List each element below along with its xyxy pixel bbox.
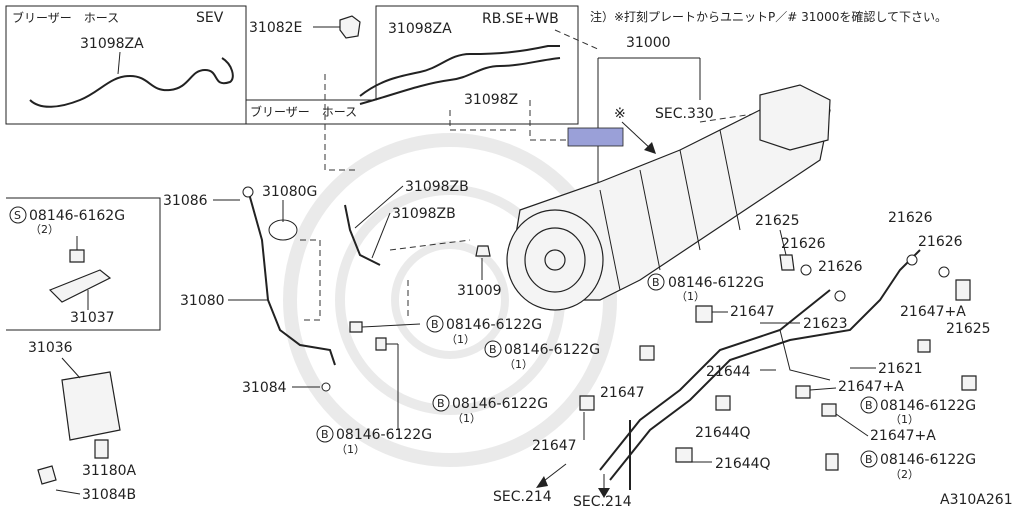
kit-1-prefix: S (14, 209, 21, 222)
label-21647a-b: 21647+A (838, 379, 904, 395)
bolt-7-code: 08146-6122G (880, 452, 976, 468)
serial-plate-highlight (567, 127, 624, 147)
label-21625-a: 21625 (755, 213, 800, 229)
label-31000: 31000 (626, 35, 671, 51)
label-21626-a: 21626 (781, 236, 826, 252)
label-31098zb-2: 31098ZB (392, 206, 456, 222)
kit-2-part-b: 31180A (82, 463, 137, 479)
kit-2-part-c: 31084B (82, 487, 136, 503)
label-21644: 21644 (706, 364, 751, 380)
bolt-callout-1: B 08146-6122G （1） (426, 315, 542, 346)
bolt-6-code: 08146-6122G (880, 398, 976, 414)
bolt-7-prefix: B (865, 453, 873, 466)
inset-sev-breather-hose: ブリーザー ホース SEV 31098ZA (5, 5, 247, 125)
bolt-6-prefix: B (865, 399, 873, 412)
label-21647-a: 21647 (730, 304, 775, 320)
bolt-callout-6: B 08146-6122G （1） (860, 396, 976, 426)
bolt-7-qty: （2） (890, 468, 919, 481)
label-21647-c: 21647 (532, 438, 577, 454)
inset-sev-title: ブリーザー ホース (12, 10, 119, 25)
bolt-5-code: 08146-6122G (668, 275, 764, 291)
label-31086: 31086 (163, 193, 208, 209)
label-31082e: 31082E (249, 20, 302, 36)
bolt-2-code: 08146-6122G (504, 342, 600, 358)
inset-rb-variant: RB.SE+WB (482, 11, 559, 27)
bolt-4-prefix: B (321, 428, 329, 441)
inset-rb-breather-hose: RB.SE+WB ブリーザー ホース 31098ZA 31098Z (245, 5, 579, 125)
bolt-5-qty: （1） (676, 290, 705, 303)
label-31080g: 31080G (262, 184, 317, 200)
kit-1-qty: （2） (30, 223, 59, 236)
asterisk-mark: ※ (614, 106, 626, 122)
label-21644q-b: 21644Q (715, 456, 771, 472)
label-31080: 31080 (180, 293, 225, 309)
label-21626-b: 21626 (818, 259, 863, 275)
bolt-4-qty: （1） (336, 443, 365, 456)
inset-sev-part: 31098ZA (80, 36, 144, 52)
clip-31082e: 31082E (249, 15, 361, 39)
label-21626-c: 21626 (888, 210, 933, 226)
bolt-5-prefix: B (652, 276, 660, 289)
label-21626-d: 21626 (918, 234, 963, 250)
label-21647-b: 21647 (600, 385, 645, 401)
label-31098zb-1: 31098ZB (405, 179, 469, 195)
label-sec214-b: SEC.214 (573, 494, 632, 510)
bolt-3-prefix: B (437, 397, 445, 410)
kit-2-part-a: 31036 (28, 340, 73, 356)
bolt-callout-2: B 08146-6122G （1） (484, 340, 600, 371)
drawing-id: A310A261 (940, 492, 1013, 508)
bolt-callout-5: B 08146-6122G （1） (647, 273, 764, 303)
label-sec330: SEC.330 (655, 106, 714, 122)
label-21644q-a: 21644Q (695, 425, 751, 441)
label-21625-b: 21625 (946, 321, 991, 337)
bolt-callout-3: B 08146-6122G （1） (432, 394, 548, 425)
bolt-callout-7: B 08146-6122G （2） (860, 450, 976, 481)
bolt-2-qty: （1） (504, 358, 533, 371)
label-sec214-a: SEC.214 (493, 489, 552, 505)
label-21621: 21621 (878, 361, 923, 377)
bolt-1-code: 08146-6122G (446, 317, 542, 333)
bolt-4-code: 08146-6122G (336, 427, 432, 443)
kit-box-31036: 31036 31180A 31084B (6, 329, 160, 503)
label-31009: 31009 (457, 283, 502, 299)
bolt-3-code: 08146-6122G (452, 396, 548, 412)
label-21623: 21623 (803, 316, 848, 332)
kit-1-part: 31037 (70, 310, 115, 326)
bolt-1-prefix: B (431, 318, 439, 331)
bolt-3-qty: （1） (452, 412, 481, 425)
label-31084: 31084 (242, 380, 287, 396)
bolt-callout-4: B 08146-6122G （1） (316, 425, 432, 456)
label-21647a-a: 21647+A (900, 304, 966, 320)
transmission-assembly (506, 84, 831, 311)
inset-rb-part-a: 31098ZA (388, 21, 452, 37)
inset-rb-part-b: 31098Z (464, 92, 518, 108)
inset-rb-caption: ブリーザー ホース (250, 104, 357, 119)
kit-box-31037: S 08146-6162G （2） 31037 (6, 197, 161, 331)
bolt-6-qty: （1） (890, 413, 919, 426)
note-text: 注）※打刻プレートからユニットP／# 31000を確認して下さい。 (590, 9, 947, 24)
label-21647a-c: 21647+A (870, 428, 936, 444)
inset-sev-variant: SEV (196, 10, 224, 26)
bolt-1-qty: （1） (446, 333, 475, 346)
bolt-2-prefix: B (489, 343, 497, 356)
kit-1-bolt: 08146-6162G (29, 208, 125, 224)
